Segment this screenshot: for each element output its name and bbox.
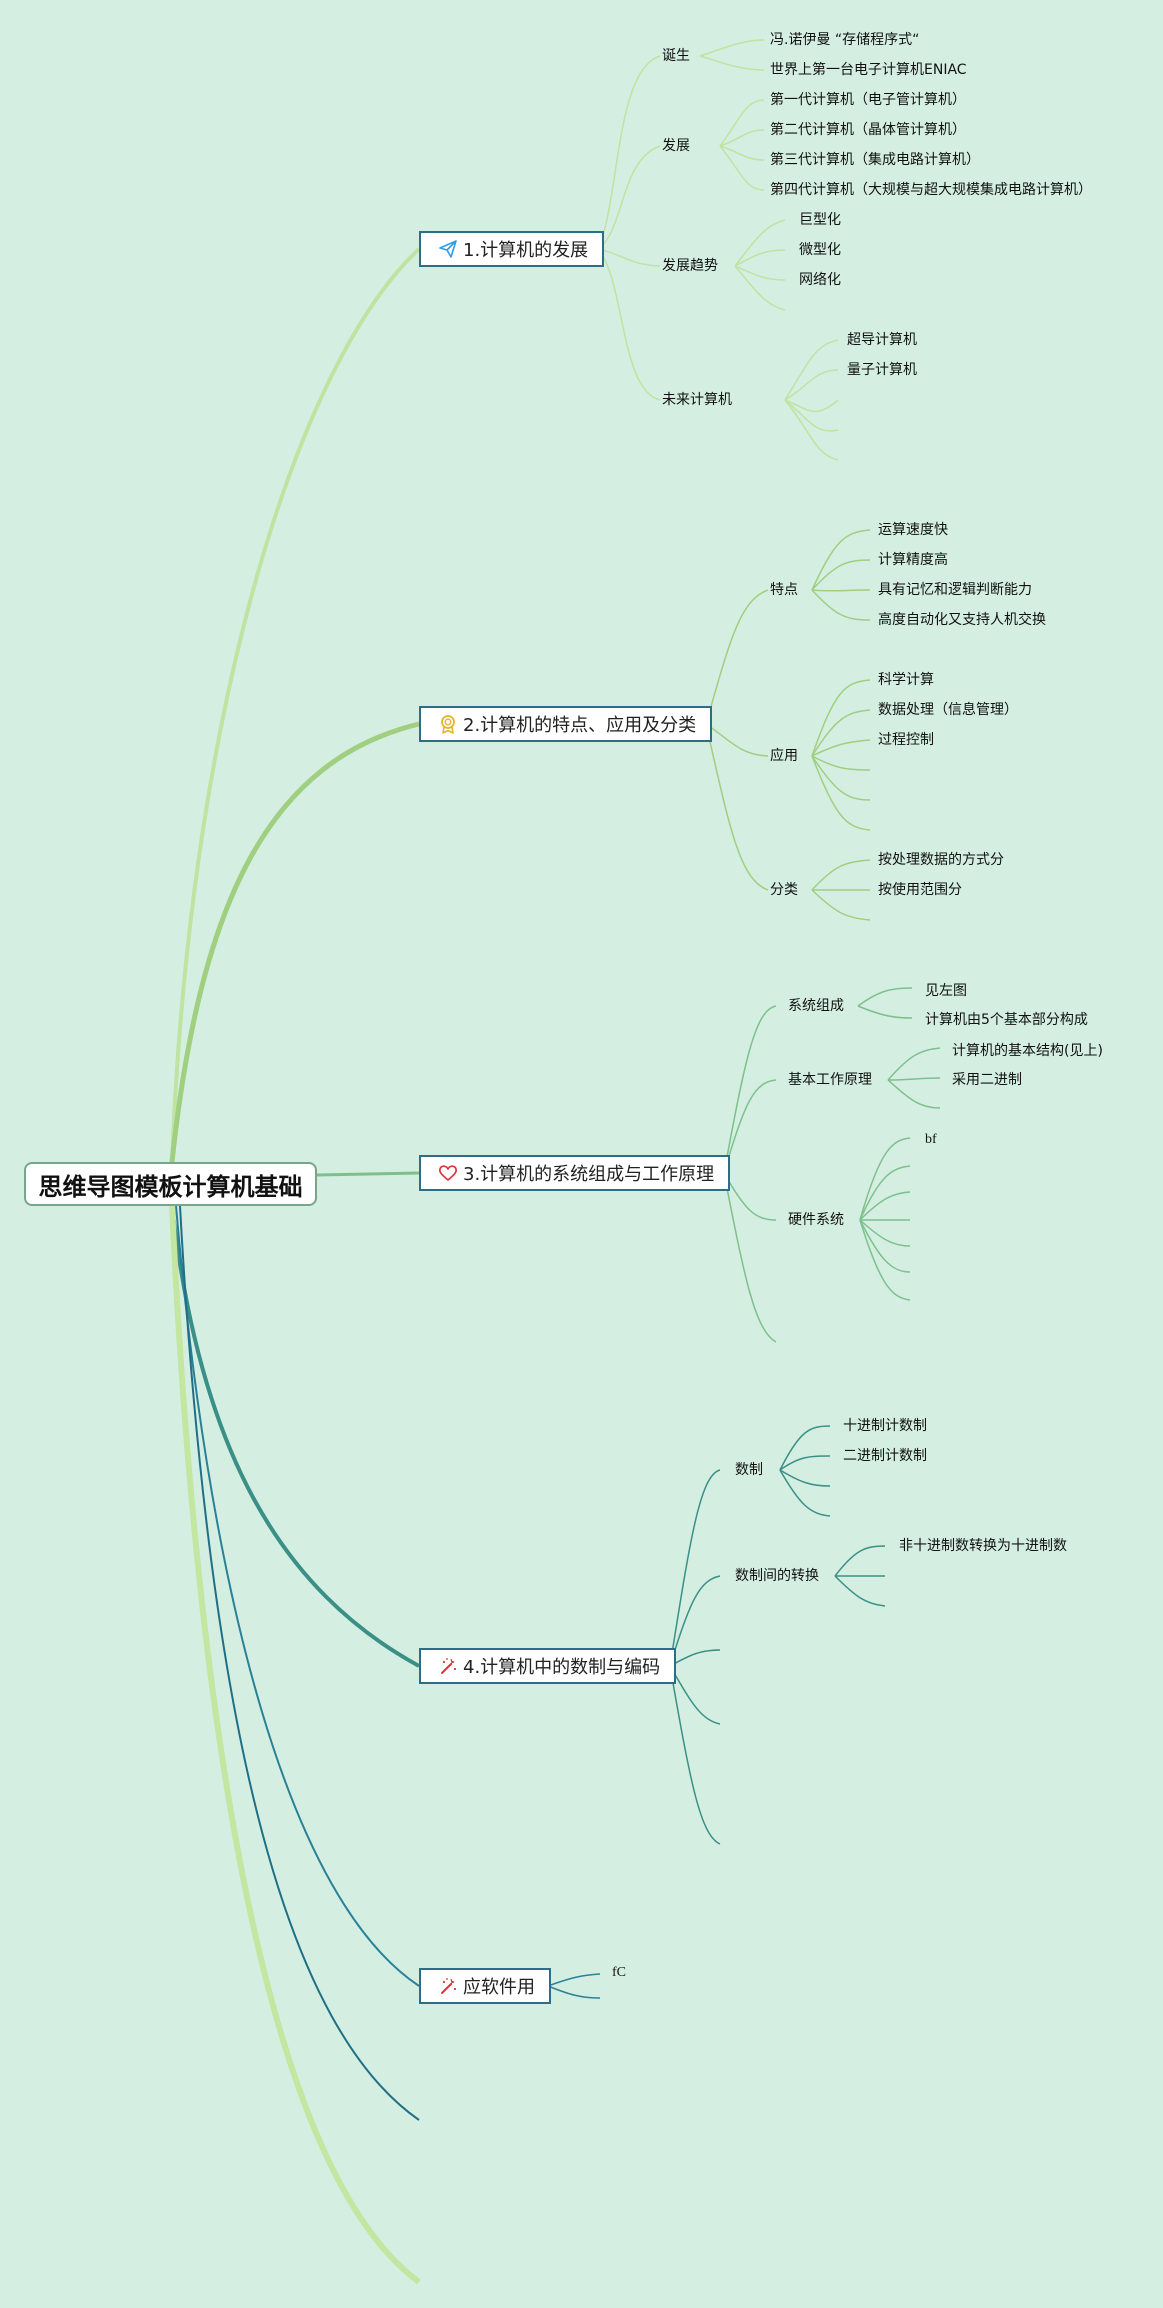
subtopic-label[interactable]: 未来计算机 xyxy=(662,392,732,408)
root-title: 思维导图模板计算机基础 xyxy=(38,1172,303,1201)
leaf-item[interactable]: 量子计算机 xyxy=(847,362,917,378)
leaf-item[interactable]: 第一代计算机（电子管计算机） xyxy=(770,92,966,108)
leaf-item[interactable]: 巨型化 xyxy=(799,212,841,228)
leaf-item[interactable]: 过程控制 xyxy=(878,732,934,748)
leaf-item[interactable]: 按处理数据的方式分 xyxy=(878,852,1004,868)
branch-line-topic-2 xyxy=(169,721,420,1163)
subtopic-label[interactable]: 诞生 xyxy=(662,48,690,64)
subtopic-label[interactable]: 特点 xyxy=(770,582,798,598)
topic-title: 1.计算机的发展 xyxy=(463,240,589,261)
topic-2-connectors xyxy=(705,529,871,921)
topic-5-connectors xyxy=(547,1973,601,1999)
award-badge-icon xyxy=(437,713,459,735)
topic-1-connectors xyxy=(597,39,839,461)
leaf-item[interactable]: 冯.诺伊曼 “存储程序式“ xyxy=(770,32,920,48)
topic-node-5[interactable]: 应软件用 xyxy=(419,1968,551,2004)
topic-node-4[interactable]: 4.计算机中的数制与编码 xyxy=(419,1648,677,1684)
topic-title: 2.计算机的特点、应用及分类 xyxy=(463,715,697,736)
leaf-item[interactable]: 世界上第一台电子计算机ENIAC xyxy=(770,62,967,78)
leaf-item[interactable]: 十进制计数制 xyxy=(843,1418,927,1434)
topic-title: 3.计算机的系统组成与工作原理 xyxy=(463,1164,715,1185)
topic-title: 4.计算机中的数制与编码 xyxy=(463,1657,661,1678)
leaf-item[interactable]: 第四代计算机（大规模与超大规模集成电路计算机） xyxy=(770,182,1092,198)
subtopic-label[interactable]: 发展趋势 xyxy=(662,258,718,274)
leaf-item[interactable]: 采用二进制 xyxy=(952,1072,1022,1088)
leaf-item[interactable]: 第三代计算机（集成电路计算机） xyxy=(770,152,980,168)
leaf-item[interactable]: 超导计算机 xyxy=(847,332,917,348)
leaf-item[interactable]: 见左图 xyxy=(925,983,967,999)
root-node[interactable]: 思维导图模板计算机基础 xyxy=(24,1162,317,1206)
branch-line-topic-5 xyxy=(175,1205,420,1987)
topic-4-connectors xyxy=(669,1425,886,1845)
leaf-item[interactable]: 第二代计算机（晶体管计算机） xyxy=(770,122,966,138)
subtopic-label[interactable]: 发展 xyxy=(662,138,690,154)
leaf-item[interactable]: 计算机由5个基本部分构成 xyxy=(925,1012,1088,1028)
leaf-item[interactable]: 科学计算 xyxy=(878,672,934,688)
branch-line-topic-4 xyxy=(170,1205,420,1668)
leaf-item[interactable]: 计算机的基本结构(见上) xyxy=(952,1043,1103,1059)
leaf-item[interactable]: 二进制计数制 xyxy=(843,1448,927,1464)
topic-title: 应软件用 xyxy=(463,1977,535,1998)
topic-3-connectors xyxy=(723,987,941,1343)
heart-icon xyxy=(437,1162,459,1184)
leaf-item[interactable]: 按使用范围分 xyxy=(878,882,962,898)
magic-wand-icon xyxy=(437,1655,459,1677)
topic-node-2[interactable]: 2.计算机的特点、应用及分类 xyxy=(419,706,713,742)
leaf-item[interactable]: 数据处理（信息管理） xyxy=(878,702,1018,718)
leaf-item[interactable]: 运算速度快 xyxy=(878,522,948,538)
branch-line-topic-3 xyxy=(316,1171,420,1177)
leaf-item[interactable]: 微型化 xyxy=(799,242,841,258)
leaf-item[interactable]: 具有记忆和逻辑判断能力 xyxy=(878,582,1032,598)
topic-node-1[interactable]: 1.计算机的发展 xyxy=(419,231,605,267)
leaf-item[interactable]: fC xyxy=(612,1965,626,1980)
magic-wand-icon xyxy=(437,1975,459,1997)
branch-line-topic-1 xyxy=(170,247,421,1163)
leaf-item[interactable]: 高度自动化又支持人机交换 xyxy=(878,612,1046,628)
subtopic-label[interactable]: 数制间的转换 xyxy=(735,1568,819,1584)
subtopic-label[interactable]: 应用 xyxy=(770,748,798,764)
subtopic-label[interactable]: 分类 xyxy=(770,882,798,898)
subtopic-label[interactable]: 系统组成 xyxy=(788,998,844,1014)
leaf-item[interactable]: bf xyxy=(925,1132,937,1147)
paper-plane-icon xyxy=(437,238,459,260)
branch-line-empty-2 xyxy=(169,1205,421,2285)
topic-node-3[interactable]: 3.计算机的系统组成与工作原理 xyxy=(419,1155,731,1191)
leaf-item[interactable]: 网络化 xyxy=(799,272,841,288)
subtopic-label[interactable]: 数制 xyxy=(735,1462,763,1478)
leaf-item[interactable]: 计算精度高 xyxy=(878,552,948,568)
branch-line-empty-1 xyxy=(179,1205,420,2121)
subtopic-label[interactable]: 硬件系统 xyxy=(788,1212,844,1228)
subtopic-label[interactable]: 基本工作原理 xyxy=(788,1072,872,1088)
leaf-item[interactable]: 非十进制数转换为十进制数 xyxy=(899,1538,1067,1554)
